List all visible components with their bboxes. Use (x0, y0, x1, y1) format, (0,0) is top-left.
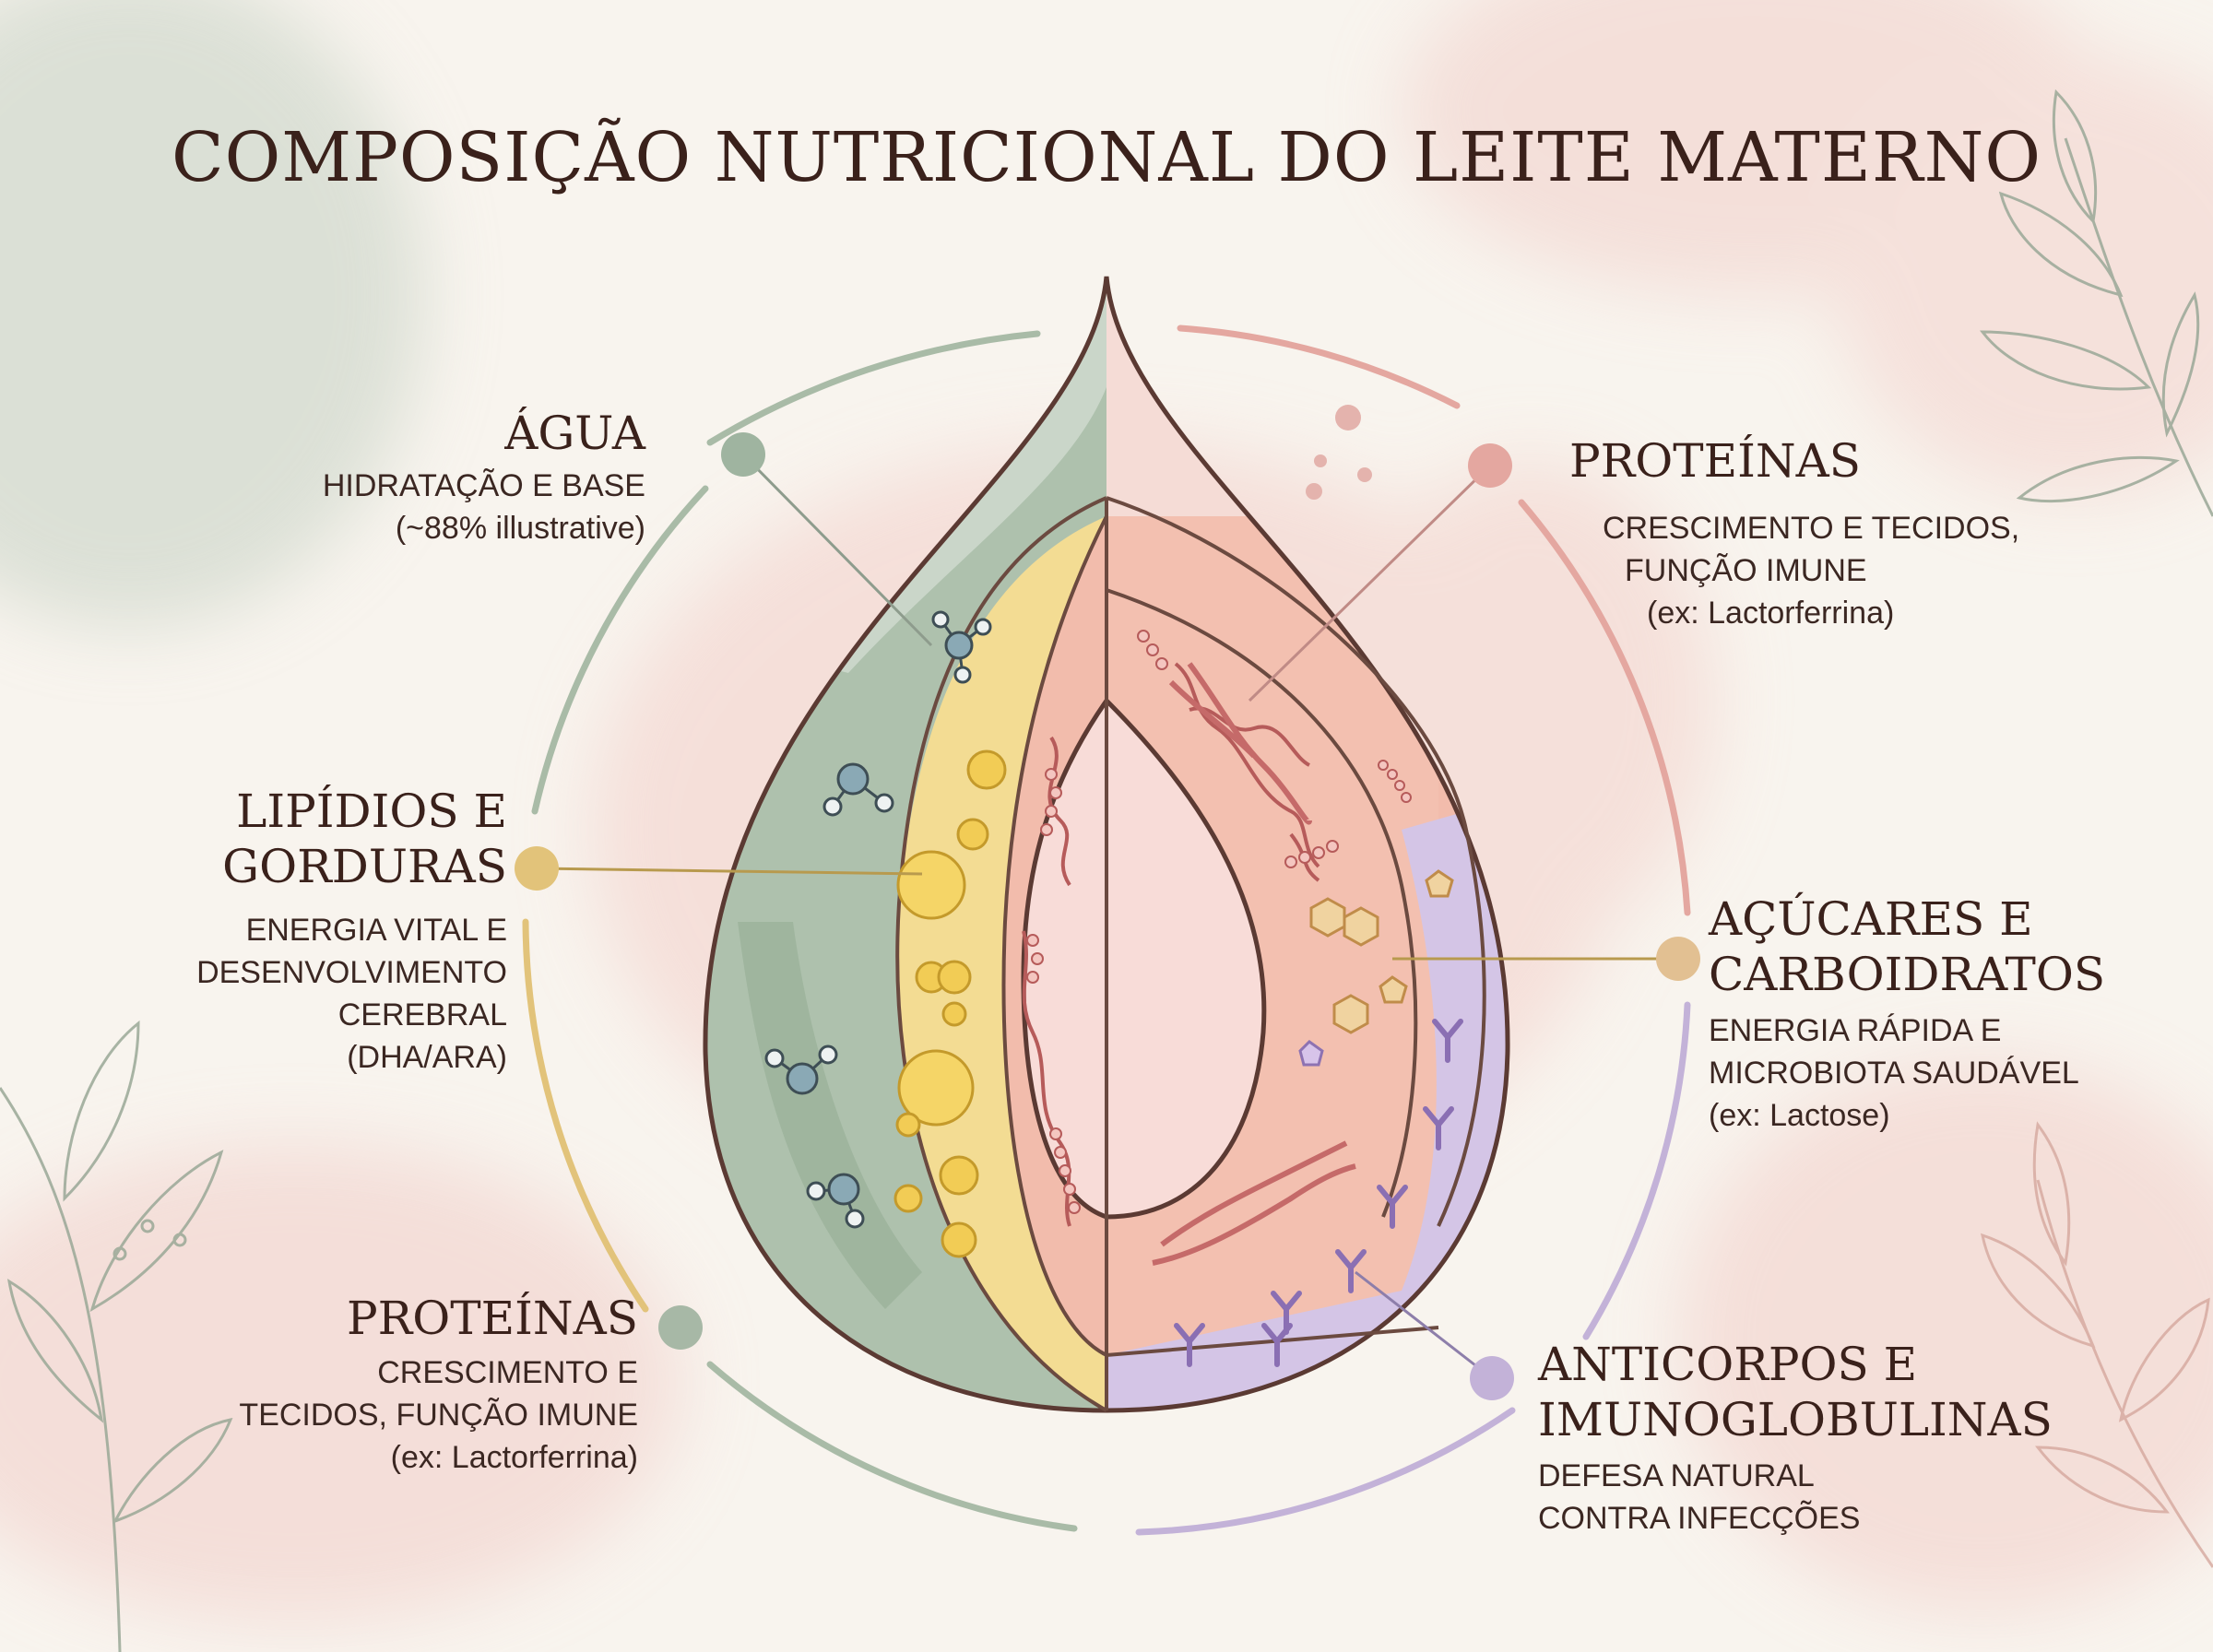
label-proteinas-right: PROTEÍNAS CRESCIMENTO E TECIDOS, FUNÇÃO … (1569, 433, 2019, 634)
water-molecules (764, 610, 992, 1229)
proteinas-right-line-2: FUNÇÃO IMUNE (1625, 553, 1867, 588)
lipidios-heading-1: LIPÍDIOS E (236, 785, 507, 838)
dot-lipidios (515, 846, 559, 891)
drop-outlines (703, 276, 1510, 1413)
leader-lines (536, 453, 1678, 1380)
ring-arc-protein-left (706, 1361, 1078, 1532)
dot-agua (721, 432, 765, 477)
lipidios-heading-2: GORDURAS (222, 840, 507, 893)
ring-arc-protein-right-2 (1518, 499, 1691, 916)
label-lipidios: LIPÍDIOS E GORDURAS ENERGIA VITAL E DESE… (196, 784, 507, 1079)
decorative-dots (1306, 405, 1372, 500)
ring-arc-antibody (1135, 1407, 1516, 1536)
sugar-rings-purple (1298, 1040, 1324, 1067)
label-proteinas-left: PROTEÍNAS CRESCIMENTO E TECIDOS, FUNÇÃO … (239, 1291, 638, 1479)
agua-line-2: (~88% illustrative) (395, 511, 645, 546)
ring-arc-lipid (522, 918, 649, 1313)
protein-beads (1026, 630, 1412, 1214)
proteinas-right-line-3: (ex: Lactorferrina) (1647, 596, 1895, 631)
acucares-line-2: MICROBIOTA SAUDÁVEL (1709, 1056, 2079, 1091)
label-anticorpos: ANTICORPOS E IMUNOGLOBULINAS DEFESA NATU… (1538, 1337, 2053, 1540)
anticorpos-line-2: CONTRA INFECÇÕES (1538, 1501, 1861, 1536)
lipidios-line-3: CEREBRAL (337, 997, 507, 1032)
protein-chains (1022, 662, 1320, 1227)
proteinas-right-line-1: CRESCIMENTO E TECIDOS, (1603, 511, 2020, 546)
acucares-heading-2: CARBOIDRATOS (1709, 948, 2106, 1001)
leaf-branch-top-right (1979, 88, 2213, 517)
leaf-branch-bottom-left (0, 1020, 233, 1652)
anticorpos-line-1: DEFESA NATURAL (1538, 1458, 1815, 1493)
lipidios-line-4: (DHA/ARA) (347, 1040, 507, 1075)
fat-globules (893, 749, 1007, 1258)
proteinas-left-line-2: TECIDOS, FUNÇÃO IMUNE (239, 1398, 638, 1433)
ring-arc-water (706, 330, 1041, 446)
ring-arc-water-left (531, 485, 709, 815)
dot-proteinas-left (658, 1305, 703, 1350)
label-agua: ÁGUA HIDRATAÇÃO E BASE (~88% illustrativ… (323, 406, 645, 549)
label-dots (515, 432, 1700, 1400)
acucares-heading-1: AÇÚCARES E (1709, 892, 2033, 946)
sugar-rings (1309, 869, 1454, 1034)
page-title: COMPOSIÇÃO NUTRICIONAL DO LEITE MATERNO (172, 118, 2041, 197)
ring-arc-carb (1582, 1001, 1691, 1340)
ring-arc-protein-right (1177, 324, 1461, 409)
proteinas-left-line-3: (ex: Lactorferrina) (390, 1440, 638, 1475)
proteinas-left-line-1: CRESCIMENTO E (377, 1355, 638, 1390)
dot-proteinas-right (1468, 443, 1512, 488)
anticorpos-heading-1: ANTICORPOS E (1538, 1338, 1918, 1391)
agua-heading: ÁGUA (504, 407, 645, 460)
dot-acucares (1656, 937, 1700, 981)
antibody-icons (1174, 1019, 1463, 1367)
anticorpos-heading-2: IMUNOGLOBULINAS (1538, 1393, 2053, 1446)
helix-structures (1152, 662, 1356, 1266)
leaf-branch-bottom-right (1981, 1121, 2213, 1568)
lipidios-line-1: ENERGIA VITAL E (245, 913, 507, 948)
proteinas-right-heading: PROTEÍNAS (1569, 434, 1861, 488)
label-acucares: AÇÚCARES E CARBOIDRATOS ENERGIA RÁPIDA E… (1709, 891, 2105, 1137)
acucares-line-3: (ex: Lactose) (1709, 1098, 1890, 1133)
proteinas-left-heading: PROTEÍNAS (347, 1292, 638, 1345)
outer-ring (522, 324, 1691, 1536)
acucares-line-1: ENERGIA RÁPIDA E (1709, 1013, 2002, 1048)
dot-anticorpos (1470, 1356, 1514, 1400)
lipidios-line-2: DESENVOLVIMENTO (196, 955, 507, 990)
agua-line-1: HIDRATAÇÃO E BASE (322, 468, 645, 503)
